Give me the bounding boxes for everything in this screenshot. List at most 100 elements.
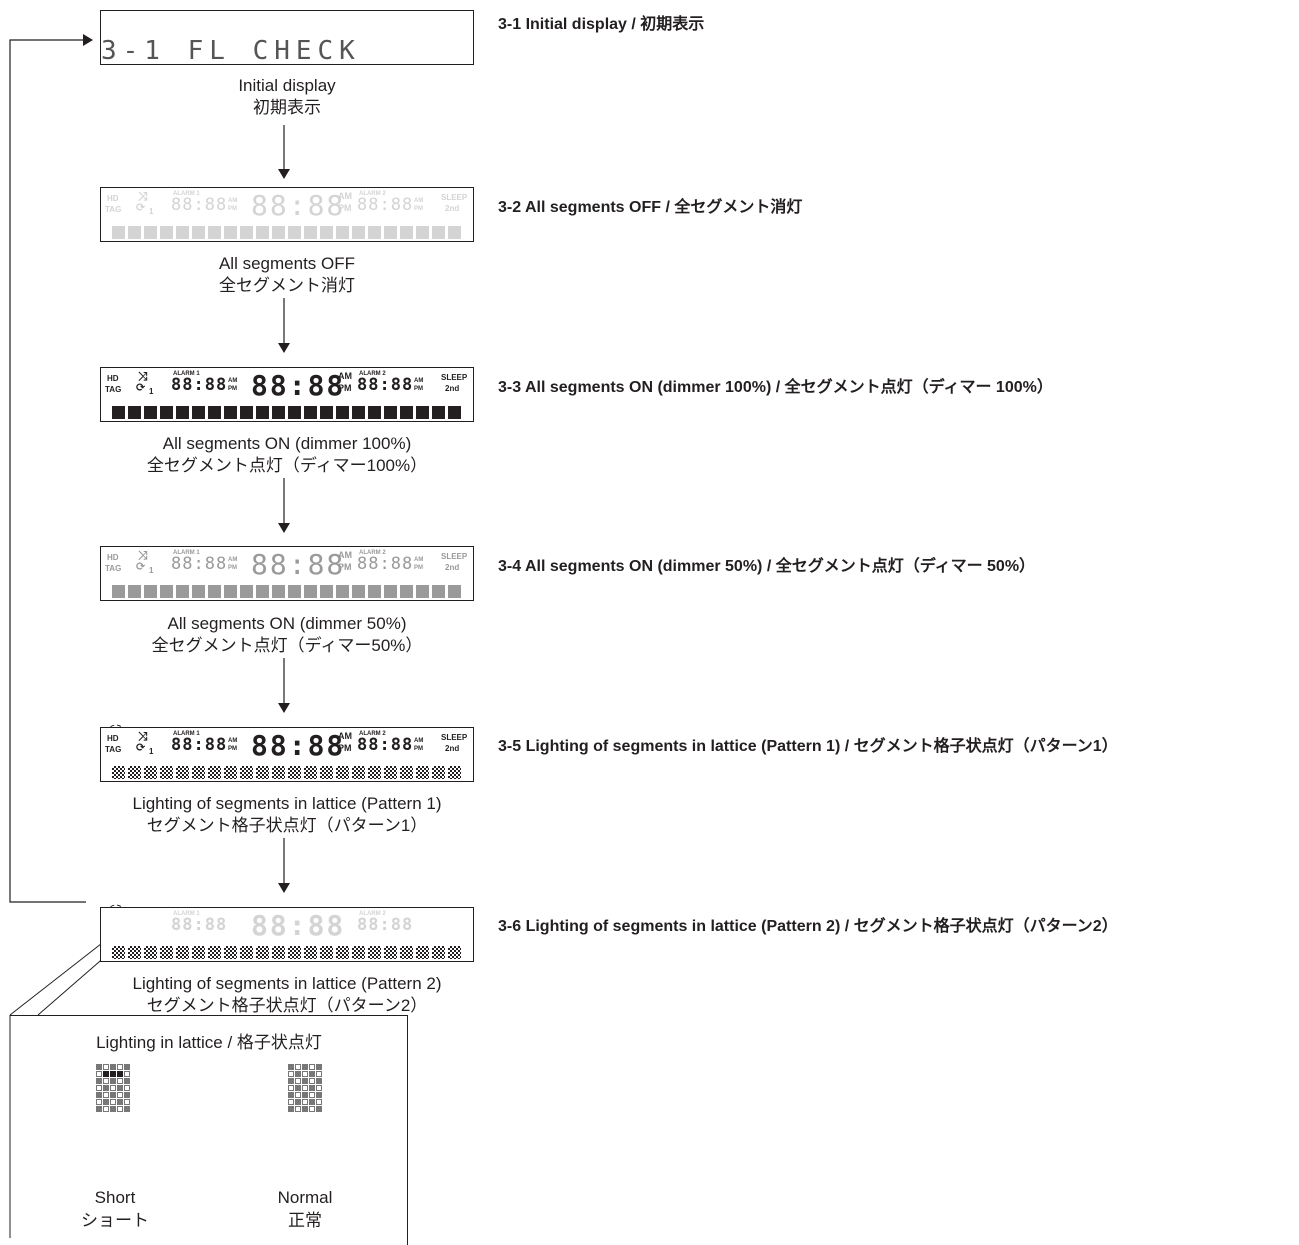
tag-label: TAG [105, 385, 122, 394]
lattice-dot [295, 1106, 301, 1112]
lattice-dot [302, 1064, 308, 1070]
character-matrix-row [112, 585, 461, 598]
legend-short: Short ショート [81, 1188, 149, 1230]
matrix-cell [304, 766, 317, 779]
lattice-dot [96, 1085, 102, 1091]
matrix-cell [320, 946, 333, 959]
loop-back-line [9, 34, 93, 903]
clock-pm: PM [338, 203, 352, 213]
shuffle-icon: ⤨ [138, 548, 148, 562]
matrix-cell [400, 766, 413, 779]
sleep-label: SLEEP [441, 193, 468, 202]
character-matrix-row [112, 766, 461, 779]
matrix-cell [384, 946, 397, 959]
lattice-dot [309, 1099, 315, 1105]
lattice-dot [103, 1078, 109, 1084]
alarm2-digits: 88:88 [357, 195, 414, 215]
clock-pm: PM [338, 743, 352, 753]
display-panel-3-1: 3-1 FL CHECK [100, 10, 474, 65]
matrix-cell [240, 585, 253, 598]
lattice-dot [288, 1085, 294, 1091]
matrix-cell [192, 946, 205, 959]
matrix-cell [336, 766, 349, 779]
alarm2-label: ALARM 2 [359, 911, 386, 917]
lattice-dot [117, 1085, 123, 1091]
matrix-cell [416, 585, 429, 598]
matrix-cell [336, 226, 349, 239]
matrix-cell [272, 406, 285, 419]
alarm1-pm: PM [228, 386, 237, 392]
tag-label: TAG [105, 205, 122, 214]
lattice-dot [103, 1071, 109, 1077]
matrix-cell [256, 946, 269, 959]
lattice-dot [103, 1092, 109, 1098]
matrix-cell [400, 585, 413, 598]
lattice-dot [288, 1099, 294, 1105]
clock-digits: 88:88 [251, 369, 346, 402]
clock-digits: 88:88 [251, 729, 346, 762]
repeat-one-label: 1 [149, 207, 154, 216]
matrix-cell [304, 585, 317, 598]
matrix-cell [368, 946, 381, 959]
clock-am: AM [338, 371, 352, 381]
matrix-cell [368, 226, 381, 239]
caption-3-5: Lighting of segments in lattice (Pattern… [132, 794, 442, 835]
lattice-dot [316, 1099, 322, 1105]
sleep-label: SLEEP [441, 552, 468, 561]
matrix-cell [112, 946, 125, 959]
matrix-cell [176, 766, 189, 779]
matrix-cell [112, 406, 125, 419]
lattice-dot [96, 1064, 102, 1070]
lattice-dot [309, 1064, 315, 1070]
lattice-legend: Lighting in lattice / 格子状点灯 Short ショート N… [10, 1015, 408, 1245]
matrix-cell [288, 766, 301, 779]
alarm1-am: AM [228, 198, 238, 204]
alarm1-digits: 88:88 [171, 735, 228, 755]
tag-label: TAG [105, 745, 122, 754]
second-label: 2nd [445, 384, 460, 393]
repeat-one-label: 1 [149, 747, 154, 756]
matrix-cell [160, 946, 173, 959]
shuffle-icon: ⤨ [138, 189, 148, 203]
matrix-cell [416, 226, 429, 239]
alarm2-am: AM [414, 198, 424, 204]
matrix-cell [144, 766, 157, 779]
lattice-dot [110, 1085, 116, 1091]
alarm2-pm: PM [414, 746, 423, 752]
lattice-dot [316, 1064, 322, 1070]
clock-digits: 88:88 [251, 909, 346, 942]
matrix-cell [160, 406, 173, 419]
lattice-dot [117, 1064, 123, 1070]
lattice-dot [96, 1092, 102, 1098]
lattice-dot [117, 1099, 123, 1105]
lattice-dot [302, 1071, 308, 1077]
matrix-cell [128, 226, 141, 239]
alarm1-pm: PM [228, 746, 237, 752]
hd-label: HD [107, 553, 119, 562]
matrix-cell [160, 226, 173, 239]
second-label: 2nd [445, 563, 460, 572]
caption-3-4: All segments ON (dimmer 50%) 全セグメント点灯（ディ… [151, 614, 423, 655]
lattice-dot [96, 1099, 102, 1105]
alarm1-pm: PM [228, 206, 237, 212]
lattice-dot [124, 1064, 130, 1070]
lattice-dot [288, 1092, 294, 1098]
lattice-dot [96, 1071, 102, 1077]
alarm2-label: ALARM 2 [359, 371, 386, 377]
matrix-cell [144, 946, 157, 959]
matrix-cell [240, 406, 253, 419]
matrix-cell [288, 946, 301, 959]
matrix-cell [176, 406, 189, 419]
matrix-cell [384, 406, 397, 419]
matrix-cell [160, 585, 173, 598]
matrix-cell [448, 226, 461, 239]
matrix-cell [320, 585, 333, 598]
lattice-dot [316, 1078, 322, 1084]
matrix-cell [320, 406, 333, 419]
matrix-cell [272, 766, 285, 779]
lattice-dot [295, 1085, 301, 1091]
lattice-dot [302, 1106, 308, 1112]
